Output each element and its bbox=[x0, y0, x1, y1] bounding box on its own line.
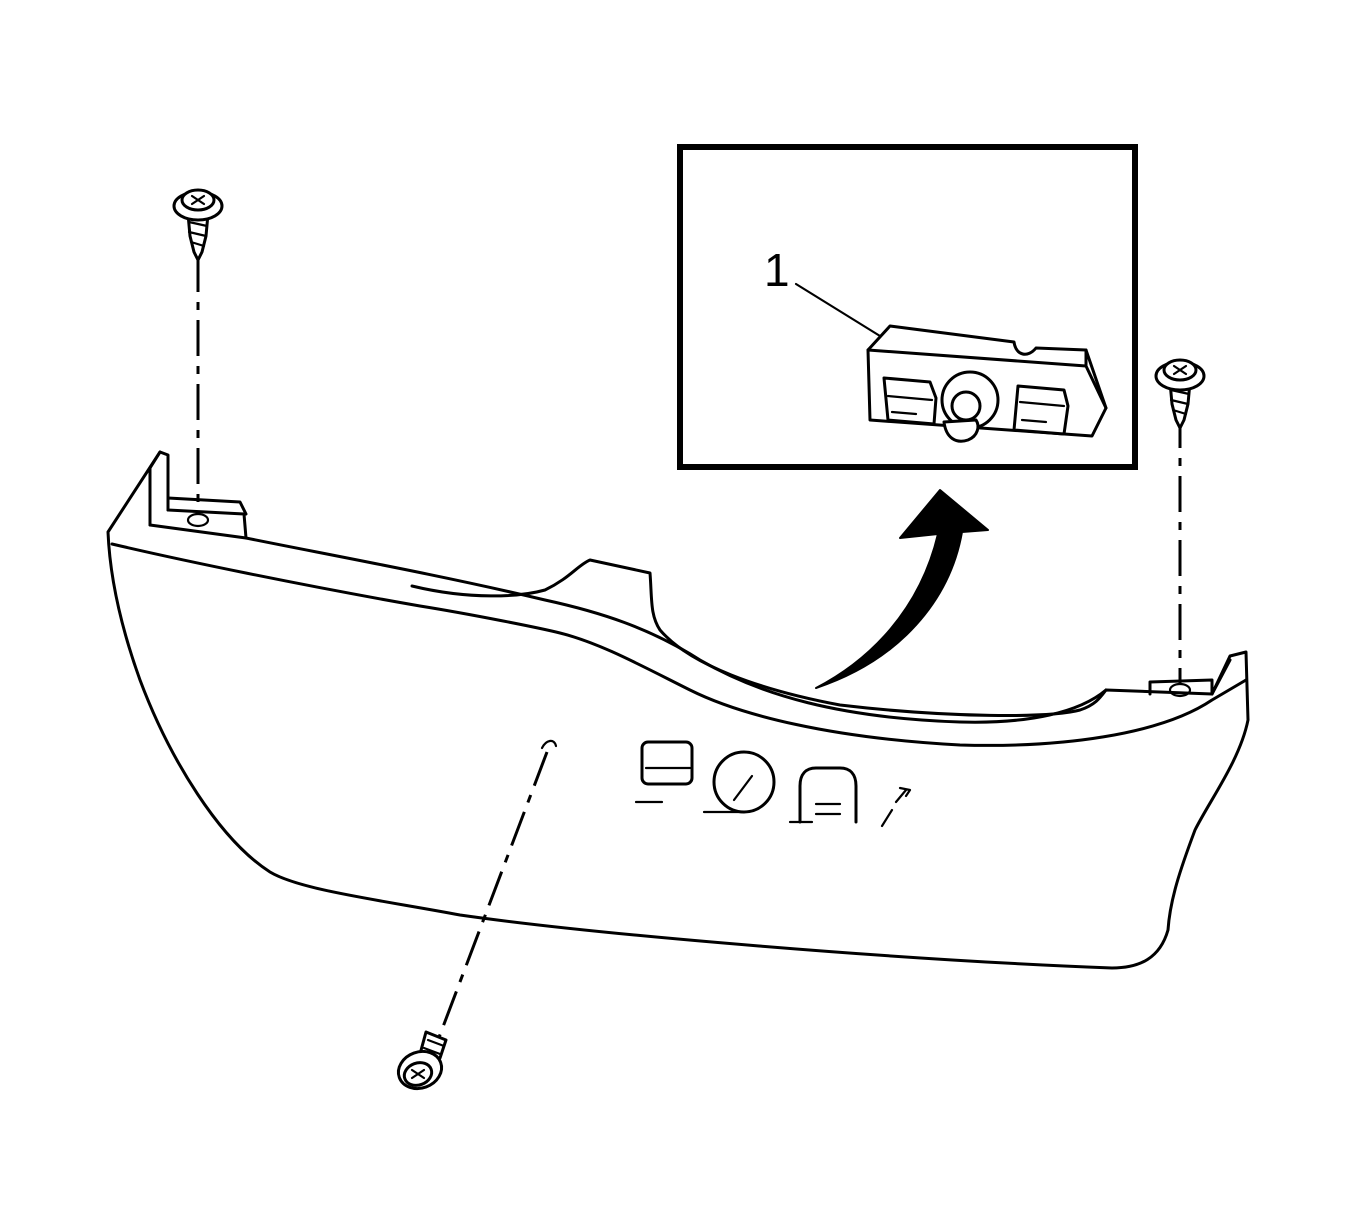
screw-hole-front bbox=[540, 739, 558, 750]
seat-heater-icon bbox=[798, 766, 858, 824]
callout-1-label: 1 bbox=[764, 244, 790, 296]
square-button-icon bbox=[640, 740, 694, 786]
connector bbox=[866, 324, 1108, 443]
callout-leader bbox=[794, 282, 882, 338]
removal-arrow-icon bbox=[815, 489, 989, 689]
panel-controls bbox=[634, 740, 912, 828]
trim-panel bbox=[106, 450, 1250, 970]
indicator-mark bbox=[880, 786, 912, 828]
detail-inset: 1 bbox=[677, 144, 1138, 470]
screw-left bbox=[172, 188, 224, 515]
screw-right bbox=[1154, 358, 1206, 684]
screw-front bbox=[396, 751, 549, 1091]
